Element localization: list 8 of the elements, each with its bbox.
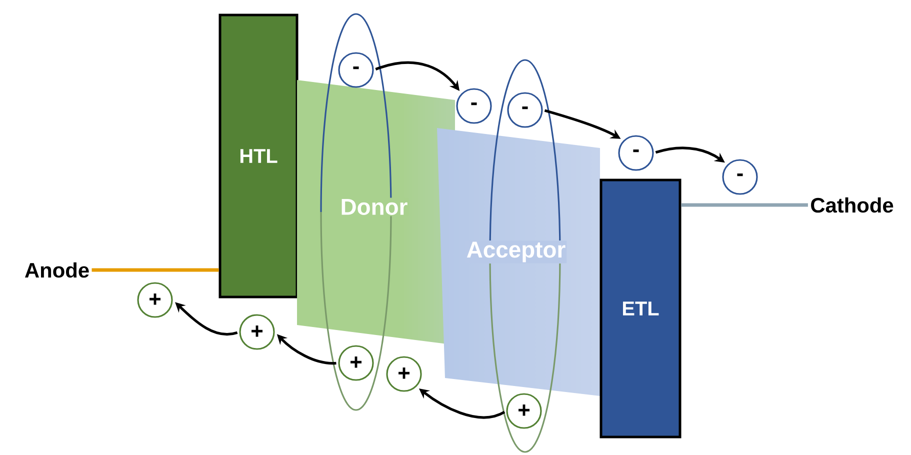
connector-line xyxy=(92,268,219,272)
acceptor-layer: Acceptor xyxy=(465,240,567,264)
transport-layer: HTL xyxy=(218,14,298,298)
electrode-label: Anode xyxy=(24,262,89,278)
donor-layer: Donor xyxy=(339,198,409,216)
connector-line xyxy=(681,203,808,207)
electrode-label: Cathode xyxy=(811,197,894,213)
transport-layer: ETL xyxy=(600,178,682,438)
